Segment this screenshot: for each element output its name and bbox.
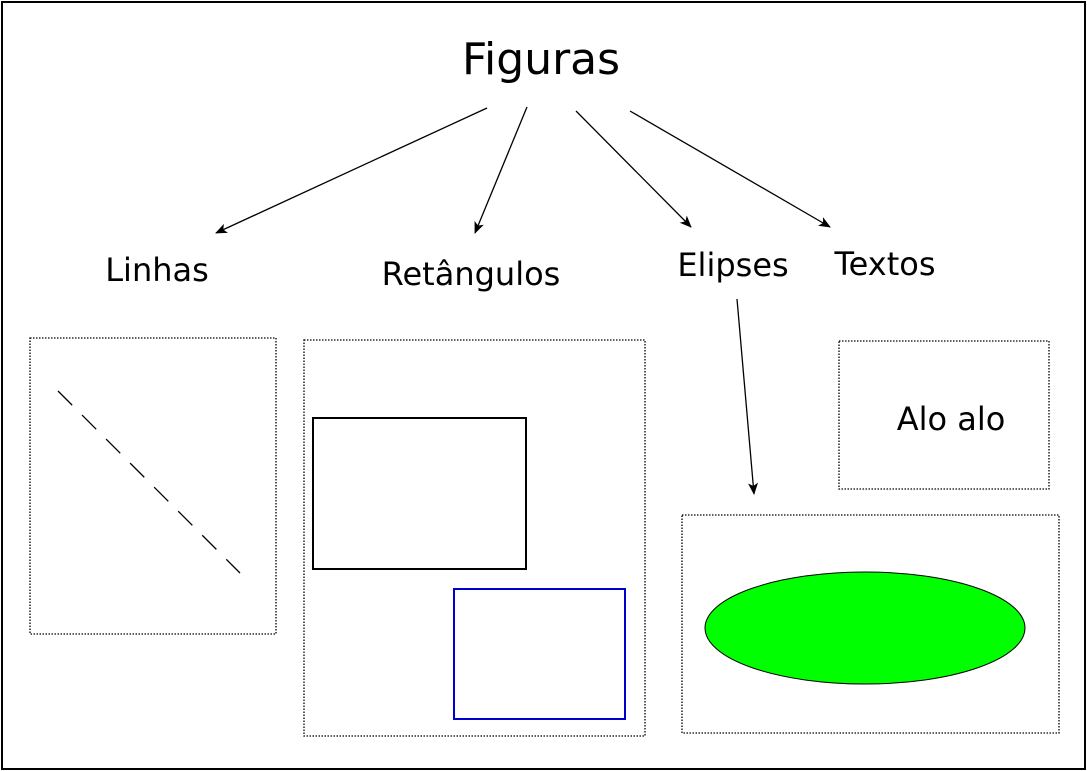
dashed-line-sample bbox=[57, 390, 241, 574]
texts-example-box bbox=[838, 340, 1050, 490]
category-label-linhas: Linhas bbox=[105, 251, 209, 289]
arrow-to-linhas bbox=[215, 107, 488, 234]
black-rectangle-sample bbox=[312, 417, 527, 570]
arrow-elipses-to-sample bbox=[736, 298, 759, 495]
rectangles-example-box bbox=[303, 339, 646, 737]
category-label-retangulos: Retângulos bbox=[382, 255, 561, 293]
category-label-elipses: Elipses bbox=[677, 246, 788, 284]
ellipses-example-box bbox=[681, 514, 1060, 734]
arrow-to-elipses bbox=[575, 110, 692, 228]
green-ellipse-sample bbox=[704, 571, 1026, 685]
blue-rectangle-sample bbox=[453, 588, 626, 720]
arrow-to-retangulos bbox=[474, 106, 528, 234]
diagram-title: Figuras bbox=[462, 34, 620, 85]
lines-example-box bbox=[29, 337, 277, 635]
category-label-textos: Textos bbox=[834, 245, 936, 283]
text-sample: Alo alo bbox=[897, 400, 1006, 438]
arrow-to-textos bbox=[629, 110, 831, 228]
